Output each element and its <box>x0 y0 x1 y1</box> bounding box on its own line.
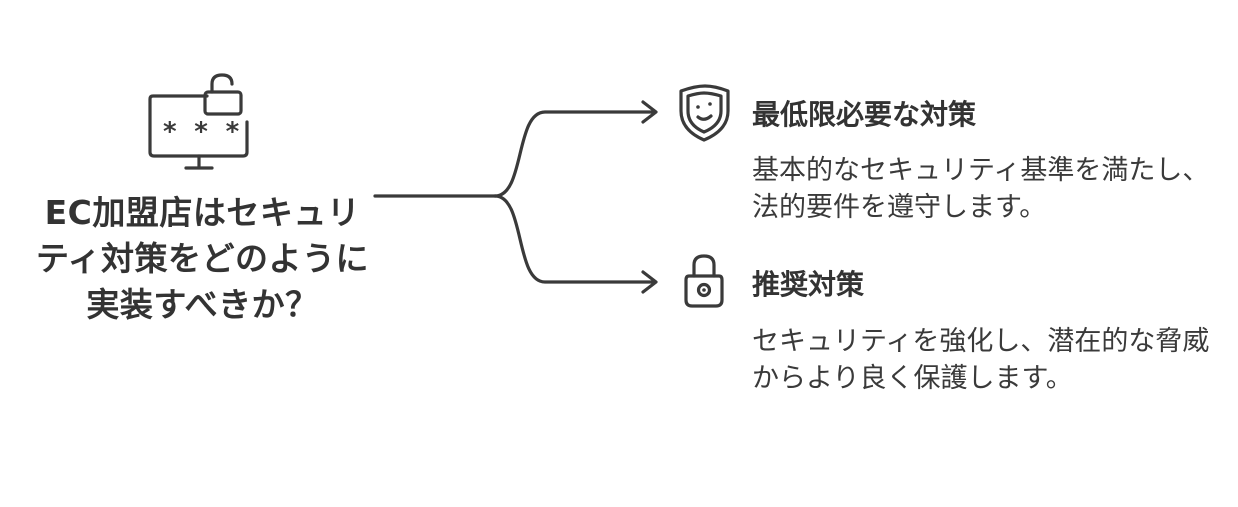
arrowhead-bottom <box>641 270 658 294</box>
arrowhead-top <box>641 100 658 124</box>
connector-bottom <box>493 194 657 284</box>
option-description-recommended: セキュリティを強化し、潜在的な脅威からより良く保護します。 <box>752 326 1210 394</box>
option-title-recommended: 推奨対策 <box>752 268 865 301</box>
svg-text:* * *: * * * <box>162 117 240 147</box>
connector-top <box>493 110 657 198</box>
option-description-minimum: 基本的なセキュリティ基準を満たし、法的要件を遵守します。 <box>752 155 1210 223</box>
monitor-password-lock-icon: * * * <box>148 73 249 170</box>
connector-lines <box>373 100 658 294</box>
padlock-icon <box>684 254 724 308</box>
option-title-minimum: 最低限必要な対策 <box>752 98 977 131</box>
shield-face-icon <box>679 84 730 142</box>
diagram-question: EC加盟店はセキュリティ対策をどのように実装すべきか？ <box>35 193 370 324</box>
